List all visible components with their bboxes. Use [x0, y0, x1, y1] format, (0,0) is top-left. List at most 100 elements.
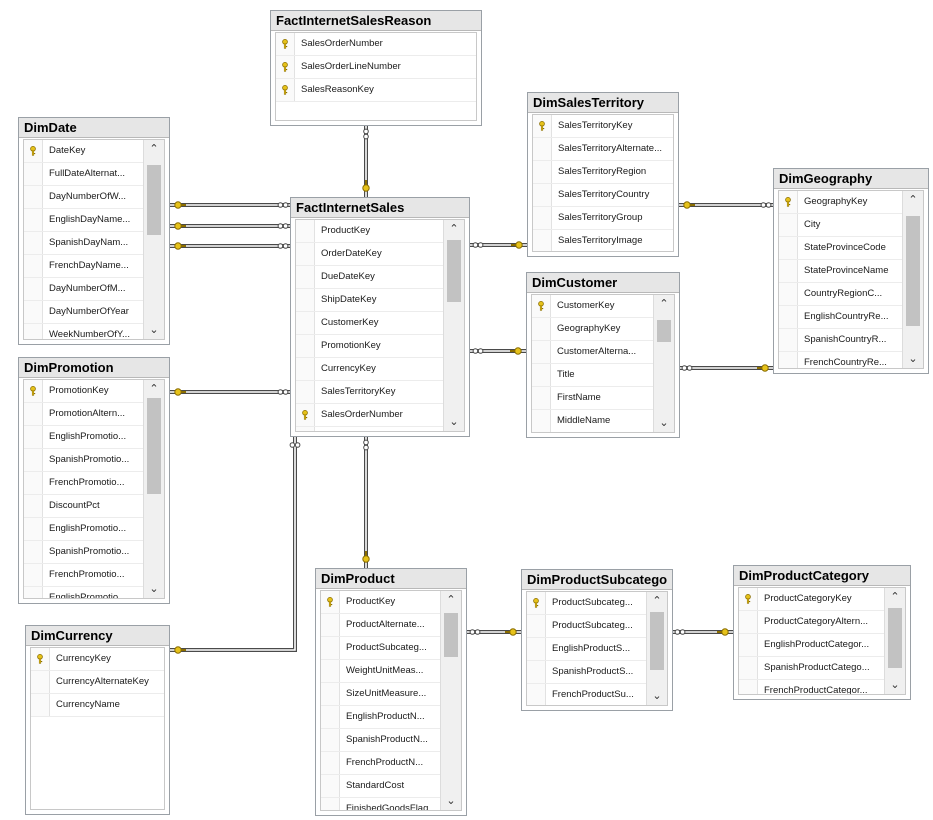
table-title[interactable]: DimProductSubcatego: [522, 570, 672, 590]
column-row[interactable]: DayNumberOfYear: [24, 301, 144, 324]
column-row[interactable]: PromotionKey: [24, 380, 144, 403]
column-row[interactable]: SalesOrderNumber: [296, 404, 444, 427]
column-row[interactable]: DayNumberOfM...: [24, 278, 144, 301]
column-row[interactable]: FullDateAlternat...: [24, 163, 144, 186]
column-row[interactable]: ProductAlternate...: [321, 614, 441, 637]
vertical-scrollbar[interactable]: ⌃⌄: [653, 295, 674, 432]
chevron-up-icon[interactable]: ⌃: [652, 595, 662, 607]
vertical-scrollbar[interactable]: ⌃⌄: [884, 588, 905, 694]
column-row[interactable]: GeographyKey: [532, 318, 654, 341]
column-row[interactable]: EnglishProductCategor...: [739, 634, 885, 657]
column-row[interactable]: ShipDateKey: [296, 289, 444, 312]
column-row[interactable]: ProductKey: [296, 220, 444, 243]
column-row[interactable]: Title: [532, 364, 654, 387]
column-row[interactable]: CustomerAlterna...: [532, 341, 654, 364]
column-row[interactable]: SalesTerritoryAlternate...: [533, 138, 673, 161]
column-row[interactable]: CurrencyName: [31, 694, 164, 717]
column-row[interactable]: SizeUnitMeasure...: [321, 683, 441, 706]
column-row[interactable]: SpanishProductN...: [321, 729, 441, 752]
scroll-thumb[interactable]: [147, 398, 161, 494]
column-row[interactable]: CustomerKey: [296, 312, 444, 335]
column-row[interactable]: SalesTerritoryImage: [533, 230, 673, 251]
column-row[interactable]: ProductSubcateg...: [321, 637, 441, 660]
column-row[interactable]: StandardCost: [321, 775, 441, 798]
column-row[interactable]: SpanishPromotio...: [24, 541, 144, 564]
column-row[interactable]: FrenchProductSu...: [527, 684, 647, 705]
column-row[interactable]: City: [779, 214, 903, 237]
chevron-down-icon[interactable]: ⌄: [149, 324, 159, 336]
chevron-down-icon[interactable]: ⌄: [890, 679, 900, 691]
column-row[interactable]: EnglishProductN...: [321, 706, 441, 729]
vertical-scrollbar[interactable]: ⌃⌄: [440, 591, 461, 810]
chevron-down-icon[interactable]: ⌄: [449, 416, 459, 428]
column-row[interactable]: EnglishProductS...: [527, 638, 647, 661]
column-row[interactable]: FirstName: [532, 387, 654, 410]
column-row[interactable]: SalesOrderLineNumber: [276, 56, 476, 79]
column-row[interactable]: FrenchProductCategor...: [739, 680, 885, 694]
column-row[interactable]: SalesTerritoryRegion: [533, 161, 673, 184]
table-title[interactable]: DimCustomer: [527, 273, 679, 293]
chevron-up-icon[interactable]: ⌃: [149, 383, 159, 395]
chevron-down-icon[interactable]: ⌄: [149, 583, 159, 595]
column-row[interactable]: WeightUnitMeas...: [321, 660, 441, 683]
column-row[interactable]: FinishedGoodsFlag: [321, 798, 441, 810]
table-title[interactable]: DimProductCategory: [734, 566, 910, 586]
table-title[interactable]: DimGeography: [774, 169, 928, 189]
column-row[interactable]: SalesTerritoryCountry: [533, 184, 673, 207]
vertical-scrollbar[interactable]: ⌃⌄: [143, 140, 164, 339]
column-row[interactable]: FrenchCountryRe...: [779, 352, 903, 368]
column-row[interactable]: FrenchPromotio...: [24, 564, 144, 587]
column-row[interactable]: DueDateKey: [296, 266, 444, 289]
vertical-scrollbar[interactable]: ⌃⌄: [902, 191, 923, 368]
column-row[interactable]: CurrencyAlternateKey: [31, 671, 164, 694]
vertical-scrollbar[interactable]: ⌃⌄: [443, 220, 464, 431]
table-title[interactable]: DimPromotion: [19, 358, 169, 378]
column-row[interactable]: CurrencyKey: [296, 358, 444, 381]
column-row[interactable]: StateProvinceCode: [779, 237, 903, 260]
column-row[interactable]: ProductSubcateg...: [527, 615, 647, 638]
column-row[interactable]: FrenchProductN...: [321, 752, 441, 775]
vertical-scrollbar[interactable]: ⌃⌄: [646, 592, 667, 705]
chevron-up-icon[interactable]: ⌃: [149, 143, 159, 155]
chevron-down-icon[interactable]: ⌄: [659, 417, 669, 429]
column-row[interactable]: EnglishCountryRe...: [779, 306, 903, 329]
column-row[interactable]: PromotionKey: [296, 335, 444, 358]
table-title[interactable]: DimSalesTerritory: [528, 93, 678, 113]
column-row[interactable]: ProductSubcateg...: [527, 592, 647, 615]
scroll-thumb[interactable]: [444, 613, 458, 657]
column-row[interactable]: FrenchPromotio...: [24, 472, 144, 495]
scroll-thumb[interactable]: [447, 240, 461, 302]
column-row[interactable]: StateProvinceName: [779, 260, 903, 283]
column-row[interactable]: SpanishPromotio...: [24, 449, 144, 472]
column-row[interactable]: SpanishProductCatego...: [739, 657, 885, 680]
column-row[interactable]: CountryRegionC...: [779, 283, 903, 306]
chevron-up-icon[interactable]: ⌃: [890, 591, 900, 603]
chevron-down-icon[interactable]: ⌄: [908, 353, 918, 365]
column-row[interactable]: EnglishPromotio...: [24, 426, 144, 449]
column-row[interactable]: DayNumberOfW...: [24, 186, 144, 209]
column-row[interactable]: SpanishProductS...: [527, 661, 647, 684]
column-row[interactable]: SalesReasonKey: [276, 79, 476, 102]
chevron-down-icon[interactable]: ⌄: [652, 690, 662, 702]
scroll-thumb[interactable]: [650, 612, 664, 670]
table-title[interactable]: DimCurrency: [26, 626, 169, 646]
scroll-thumb[interactable]: [147, 165, 161, 235]
column-row[interactable]: OrderDateKey: [296, 243, 444, 266]
column-row[interactable]: DiscountPct: [24, 495, 144, 518]
column-row[interactable]: ProductCategoryKey: [739, 588, 885, 611]
column-row[interactable]: SalesOrderNumber: [276, 33, 476, 56]
chevron-up-icon[interactable]: ⌃: [446, 594, 456, 606]
column-row[interactable]: SalesTerritoryKey: [533, 115, 673, 138]
column-row[interactable]: SalesTerritoryKey: [296, 381, 444, 404]
column-row[interactable]: GeographyKey: [779, 191, 903, 214]
column-row[interactable]: FrenchDayName...: [24, 255, 144, 278]
scroll-thumb[interactable]: [888, 608, 902, 668]
scroll-thumb[interactable]: [906, 216, 920, 326]
column-row[interactable]: MiddleName: [532, 410, 654, 432]
column-row[interactable]: SalesOrderLineNumber: [296, 427, 444, 431]
column-row[interactable]: SalesTerritoryGroup: [533, 207, 673, 230]
chevron-up-icon[interactable]: ⌃: [659, 298, 669, 310]
